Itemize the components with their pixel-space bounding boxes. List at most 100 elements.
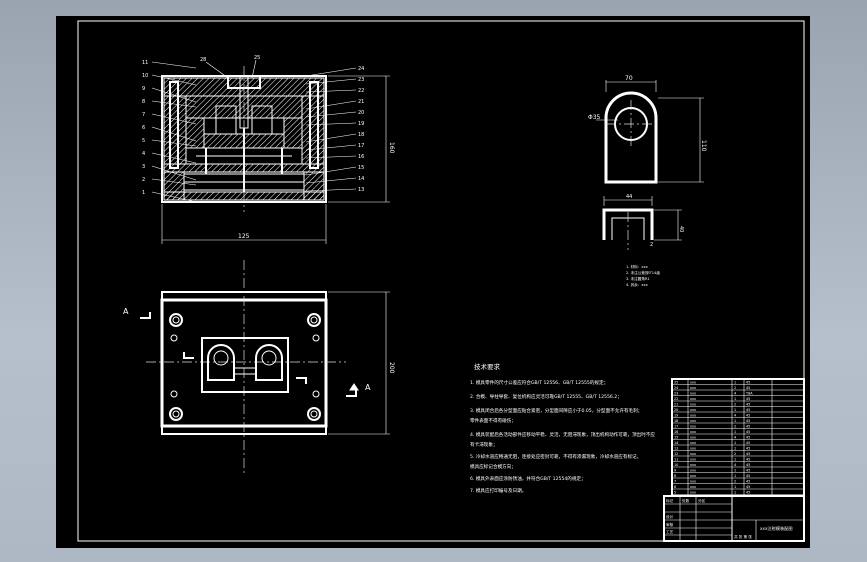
bom-cell: xxx <box>690 397 696 401</box>
bom-cell: 45 <box>746 419 750 423</box>
bom-cell: 22 <box>674 397 678 401</box>
bom-cell: xxx <box>690 441 696 445</box>
bom-cell: 1 <box>734 474 736 478</box>
bom-cell: 1 <box>734 430 736 434</box>
drawing-frame <box>77 20 805 542</box>
dim-part-height: 110 <box>700 140 707 152</box>
bom-cell: 1 <box>734 469 736 473</box>
bom-cell: 21 <box>674 403 678 407</box>
dim-plan-height: 200 <box>388 362 395 374</box>
bom-cell: T8A <box>745 392 753 396</box>
bom-cell: xxx <box>690 430 696 434</box>
cavity-right <box>255 344 283 381</box>
balloon-label: 2 <box>142 177 145 183</box>
dim-top-width: 125 <box>238 233 250 240</box>
bom-cell: xxx <box>690 447 696 451</box>
bom-cell: xxx <box>690 474 696 478</box>
title-row-label: 处数 <box>682 498 690 503</box>
part-note-3: 3. 未注圆角R1 <box>626 276 650 281</box>
tech-req-item: 1. 模具零件的尺寸公差应符合GB/T 12556、GB/T 12555的规定； <box>470 379 608 386</box>
bom-cell: 45 <box>746 403 750 407</box>
bom-cell: 1 <box>734 491 736 495</box>
balloon-label: 1 <box>142 190 145 196</box>
bom-cell: xxx <box>690 392 696 396</box>
bom-cell: 4 <box>734 392 736 396</box>
tech-req-item: 6. 模具外表面应涂防锈油，并符合GB/T 12554的规定； <box>470 475 586 482</box>
balloon-label: 23 <box>358 77 364 83</box>
tech-req-item: 3. 模具闭合后各分型面应贴合紧密，分型面间隙应小于0.05，分型面不允许有毛刺… <box>470 407 642 414</box>
bom-cell: 9 <box>674 469 676 473</box>
bom-cell: 13 <box>674 447 678 451</box>
bom-cell: 8 <box>674 474 676 478</box>
bom-cell: 45 <box>746 463 750 467</box>
part-note-1: 1. 材料：xxx <box>626 264 649 269</box>
part-drawing: 70 Φ35 110 44 40 2 1. 材料：xxx 2. 未注公差按IT1… <box>588 75 707 287</box>
bom-cell: 45 <box>746 386 750 390</box>
bom-cell: xxx <box>690 414 696 418</box>
dim-top-height: 160 <box>388 142 395 154</box>
title-row-label: 设计 <box>666 514 674 519</box>
bom-cell: 2 <box>734 386 736 390</box>
cavity-left <box>207 344 235 381</box>
tech-req-item: 5. 冷却水道应畅通无阻，连接处应密封可靠，不得有渗漏现象，冷却水道应有标记， <box>470 453 641 460</box>
bom-cell: xxx <box>690 436 696 440</box>
bom-cell: 1 <box>734 419 736 423</box>
bom-cell: 45 <box>746 458 750 462</box>
bom-cell: 1 <box>734 485 736 489</box>
bom-cell: xxx <box>690 469 696 473</box>
balloon-label: 9 <box>142 86 145 92</box>
bom-cell: 1 <box>734 458 736 462</box>
leader-line <box>305 122 357 126</box>
balloon-label: 8 <box>142 99 145 105</box>
bom-cell: xxx <box>690 386 696 390</box>
leader-line <box>305 188 357 192</box>
part-note-2: 2. 未注公差按IT14级 <box>626 270 660 275</box>
balloon-leaders-top: 28 25 <box>200 55 260 79</box>
leader-line <box>305 89 357 93</box>
bom-cell: 45 <box>746 447 750 451</box>
leader-line <box>305 177 357 184</box>
balloon-label: 14 <box>358 176 364 182</box>
leader-line <box>151 126 197 142</box>
bom-cell: 1 <box>734 397 736 401</box>
dim-section-thickness: 2 <box>650 242 653 248</box>
mold-section-view: 160 125 <box>161 66 395 244</box>
bom-cell: xxx <box>690 463 696 467</box>
balloon-label: 3 <box>142 164 145 170</box>
dim-part-diameter: Φ35 <box>588 114 601 121</box>
leader-line <box>151 113 197 125</box>
leader-line <box>151 74 197 86</box>
bom-cell: xxx <box>690 419 696 423</box>
leader-line <box>151 165 197 181</box>
bom-cell: 18 <box>674 419 678 423</box>
title-row-label: 分区 <box>698 498 706 503</box>
bom-cell: 45 <box>746 425 750 429</box>
bom-cell: 20 <box>674 408 678 412</box>
leader-line <box>151 100 197 108</box>
bom-cell: 24 <box>674 386 678 390</box>
part-note-4: 4. 其余：xxx <box>626 282 649 287</box>
title-row-label: 标记 <box>666 498 674 503</box>
bom-cell: 5 <box>674 491 676 495</box>
balloon-label: 21 <box>358 99 364 105</box>
bom-cell: 10 <box>674 463 678 467</box>
bom-cell: 25 <box>674 381 678 385</box>
balloon-label: 7 <box>142 112 145 118</box>
balloon-label: 16 <box>358 154 364 160</box>
bom-cell: 45 <box>746 414 750 418</box>
tech-req-item: 模具应标记合模方向； <box>470 463 516 470</box>
leader-line <box>305 144 357 151</box>
bom-cell: 17 <box>674 425 678 429</box>
title-row-label: 工艺 <box>666 529 674 534</box>
leader-line <box>151 87 197 103</box>
bom-cell: xxx <box>690 381 696 385</box>
balloon-label: 22 <box>358 88 364 94</box>
bom-cell: 45 <box>746 480 750 484</box>
bom-cell: 2 <box>734 452 736 456</box>
balloon-label: 19 <box>358 121 364 127</box>
bom-cell: xxx <box>690 425 696 429</box>
mold-plan-view: A A 200 <box>123 260 395 476</box>
